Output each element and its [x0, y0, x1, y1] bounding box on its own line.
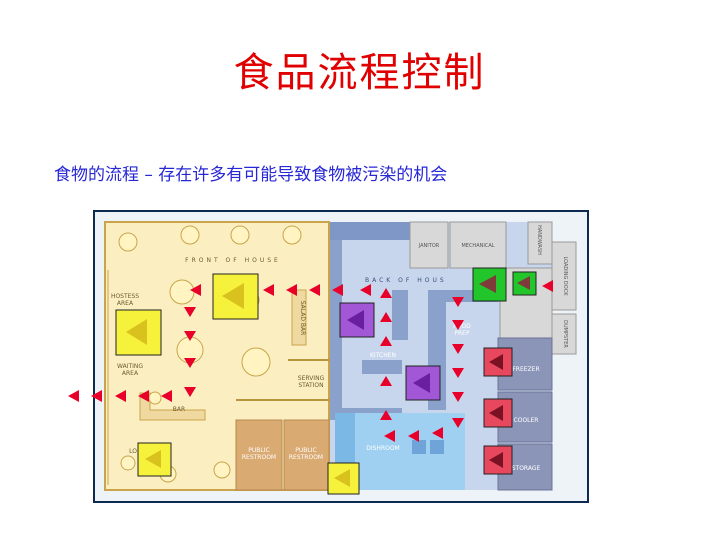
marker-yellow-hostess [115, 309, 162, 356]
bar-label: BAR [173, 406, 185, 413]
dishroom-label: DISHROOM [366, 445, 400, 452]
serving-station-label-1: SERVING [298, 375, 325, 382]
restroom-a-label-1: PUBLIC [248, 447, 269, 454]
public-restroom-a [235, 419, 283, 491]
restroom-a-label-2: RESTROOM [242, 454, 276, 461]
back-of-house-label: BACK OF HOUS [365, 277, 447, 284]
marker-yellow-lounge [137, 442, 172, 477]
freezer-label: FREEZER [512, 366, 539, 373]
marker-purple-center [405, 365, 441, 401]
lounge-label: LO [129, 448, 137, 455]
hostess-area-label-1: HOSTESS [111, 293, 139, 300]
front-of-house-label: FRONT OF HOUSE [185, 257, 281, 264]
serving-station-label-2: STATION [298, 382, 323, 389]
storage-label: STORAGE [512, 465, 541, 472]
loading-dock-label: LOADING DOCK [562, 257, 568, 297]
marker-red-freezer [483, 347, 513, 377]
boh-wall-top [330, 222, 410, 240]
marker-red-cooler [483, 398, 513, 428]
dish-sink-2 [430, 440, 444, 454]
public-restroom-b [283, 419, 330, 491]
handwash-room [527, 221, 553, 265]
food-prep-label-2: PREP [454, 330, 470, 337]
waiting-area-label-1: WAITING [117, 363, 143, 370]
restroom-b-label-1: PUBLIC [295, 447, 316, 454]
salad-bar-counter [291, 289, 307, 346]
salad-bar-label: SALAD BAR [299, 301, 306, 336]
cooler-label: COOLER [514, 417, 539, 424]
handwash-label: HANDWASH [536, 225, 542, 255]
janitor-label: JANITOR [418, 243, 440, 249]
kitchen-label: KITCHEN [370, 352, 396, 359]
restroom-b-label-2: RESTROOM [289, 454, 323, 461]
kitchen-counter-2 [362, 360, 402, 374]
waiting-area-label-2: AREA [122, 370, 139, 377]
flow-arrows [68, 280, 553, 442]
page-subtitle: 食物的流程 – 存在许多有可能导致食物被污染的机会 [54, 165, 448, 185]
marker-purple-kitchen [339, 302, 375, 338]
hostess-area-label-2: AREA [117, 300, 134, 307]
bar-counter [139, 392, 206, 421]
dumpster-area [551, 313, 577, 355]
boh-wall-left [330, 240, 342, 420]
marker-yellow-front [212, 273, 259, 320]
mechanical-label: MECHANICAL [461, 243, 494, 249]
kitchen-counter [392, 290, 408, 340]
loading-dock [551, 241, 577, 311]
marker-yellow-bottom [327, 462, 360, 495]
marker-green-2 [512, 271, 537, 296]
janitor-room [409, 221, 449, 269]
mechanical-room [449, 221, 507, 269]
marker-red-storage [483, 445, 513, 475]
flow-markers [115, 267, 537, 495]
dish-sink-1 [412, 440, 426, 454]
food-prep-label-1: FOOD [453, 323, 471, 330]
marker-green-1 [472, 267, 507, 302]
page-title: 食品流程控制 [233, 50, 486, 96]
dumpster-label: DUMPSTER [562, 320, 568, 348]
